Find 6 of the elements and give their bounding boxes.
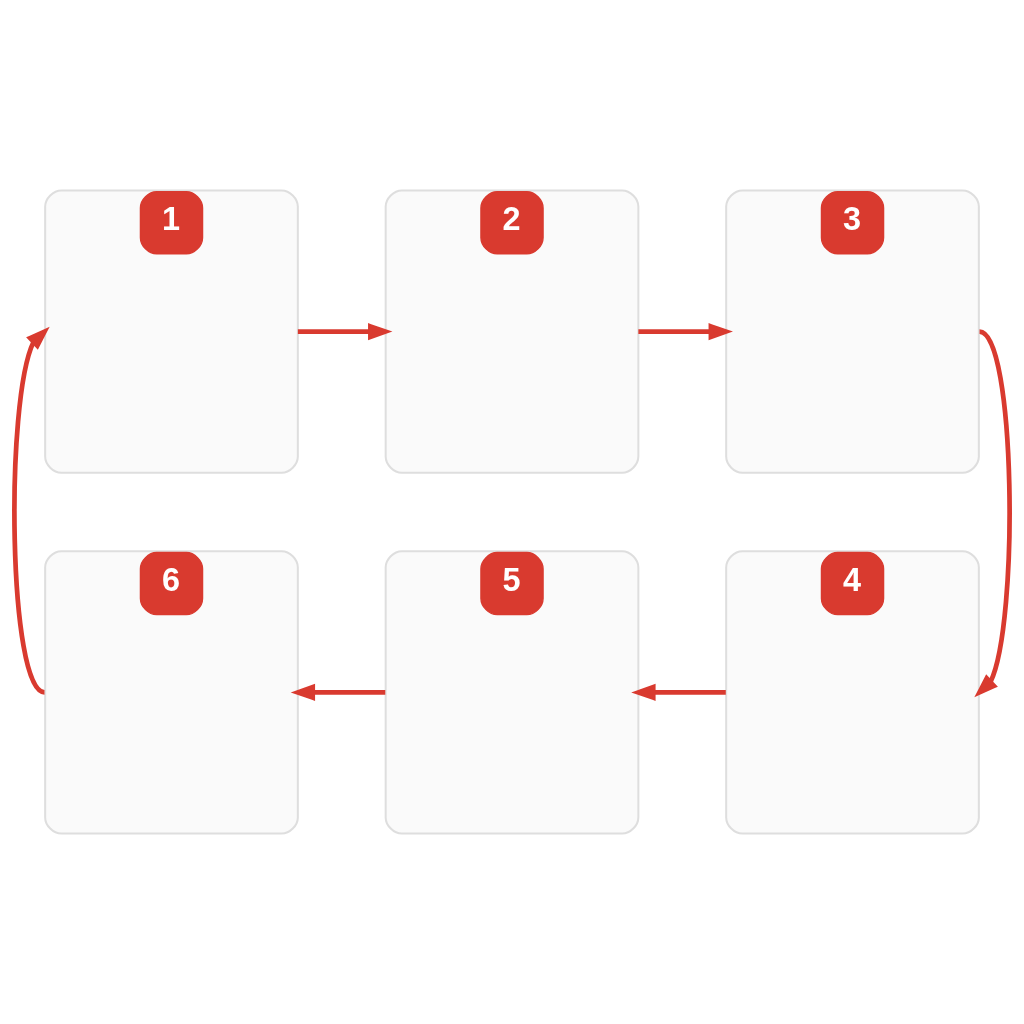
arrow xyxy=(974,329,1012,698)
arrow xyxy=(631,683,726,701)
arrow xyxy=(12,326,50,695)
arrow xyxy=(297,323,393,341)
arrow xyxy=(638,323,733,341)
arrow xyxy=(290,683,386,701)
